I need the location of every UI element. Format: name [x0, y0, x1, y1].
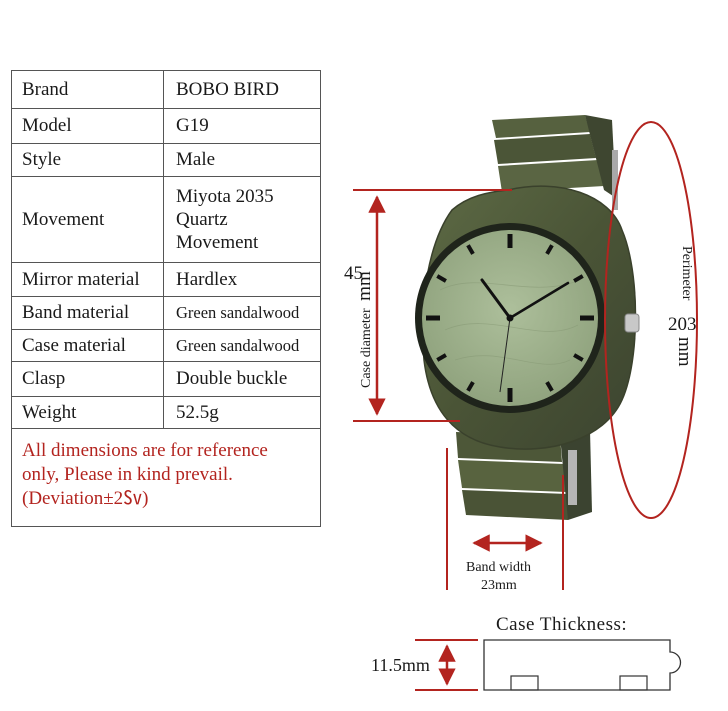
band-width-label: Band width: [466, 560, 531, 575]
dial-hour-markers: [426, 234, 594, 402]
movement-line: Quartz: [176, 209, 228, 230]
spec-row-style: Style Male: [11, 143, 321, 177]
case-thickness-diagram: [415, 639, 682, 691]
watch-hands: [480, 278, 570, 393]
note-line: only, Please in kind prevail.: [22, 464, 233, 485]
hour-marker: [466, 244, 475, 255]
band-width-value: 23mm: [481, 578, 517, 593]
case-diameter-dimension: [353, 189, 512, 422]
spec-key: Movement: [11, 176, 164, 263]
spec-row-case: Case material Green sandalwood: [11, 329, 321, 362]
hour-marker: [573, 353, 584, 362]
spec-row-model: Model G19: [11, 108, 321, 144]
spec-row-mirror: Mirror material Hardlex: [11, 262, 321, 297]
spec-value: Miyota 2035 Quartz Movement: [163, 176, 321, 263]
spec-value: 52.5g: [163, 396, 321, 429]
spec-key: Case material: [11, 329, 164, 362]
perimeter-label: Perimeter: [679, 246, 694, 301]
spec-row-brand: Brand BOBO BIRD: [11, 70, 321, 109]
spec-row-movement: Movement Miyota 2035 Quartz Movement: [11, 176, 321, 263]
spec-value: Double buckle: [163, 361, 321, 397]
perimeter-unit: mm: [674, 337, 695, 367]
note-line: All dimensions are for reference: [22, 440, 268, 461]
spec-row-note: All dimensions are for reference only, P…: [11, 428, 321, 527]
hour-marker: [545, 244, 554, 255]
spec-key: Mirror material: [11, 262, 164, 297]
crown: [624, 313, 640, 333]
watch-band-bottom: [456, 430, 592, 520]
hour-marker: [573, 274, 584, 283]
perimeter-ellipse: [604, 121, 698, 519]
note-line: (Deviation±2㏜): [22, 488, 149, 509]
watch-band-top: [492, 115, 618, 210]
band-width-dimension: [446, 448, 564, 590]
spec-value: Male: [163, 143, 321, 177]
spec-row-clasp: Clasp Double buckle: [11, 361, 321, 397]
hour-marker: [436, 274, 447, 283]
spec-value: G19: [163, 108, 321, 144]
perimeter-value: 203: [668, 314, 697, 335]
case-diameter-label: Case diameter mm: [354, 271, 375, 388]
case-diameter-value: 45: [344, 263, 363, 284]
reference-note: All dimensions are for reference only, P…: [11, 428, 321, 527]
spec-table: Brand BOBO BIRD Model G19 Style Male Mov…: [11, 70, 321, 527]
spec-key: Brand: [11, 70, 164, 109]
hour-marker: [466, 381, 475, 392]
case-thickness-title: Case Thickness:: [496, 614, 628, 635]
spec-value: Hardlex: [163, 262, 321, 297]
hour-marker: [545, 381, 554, 392]
spec-key: Weight: [11, 396, 164, 429]
movement-line: Miyota 2035: [176, 186, 274, 207]
spec-value: BOBO BIRD: [163, 70, 321, 109]
movement-line: Movement: [176, 232, 259, 253]
case-thickness-value: 11.5mm: [371, 655, 430, 675]
spec-row-weight: Weight 52.5g: [11, 396, 321, 429]
spec-value: Green sandalwood: [163, 329, 321, 362]
hour-marker: [436, 353, 447, 362]
